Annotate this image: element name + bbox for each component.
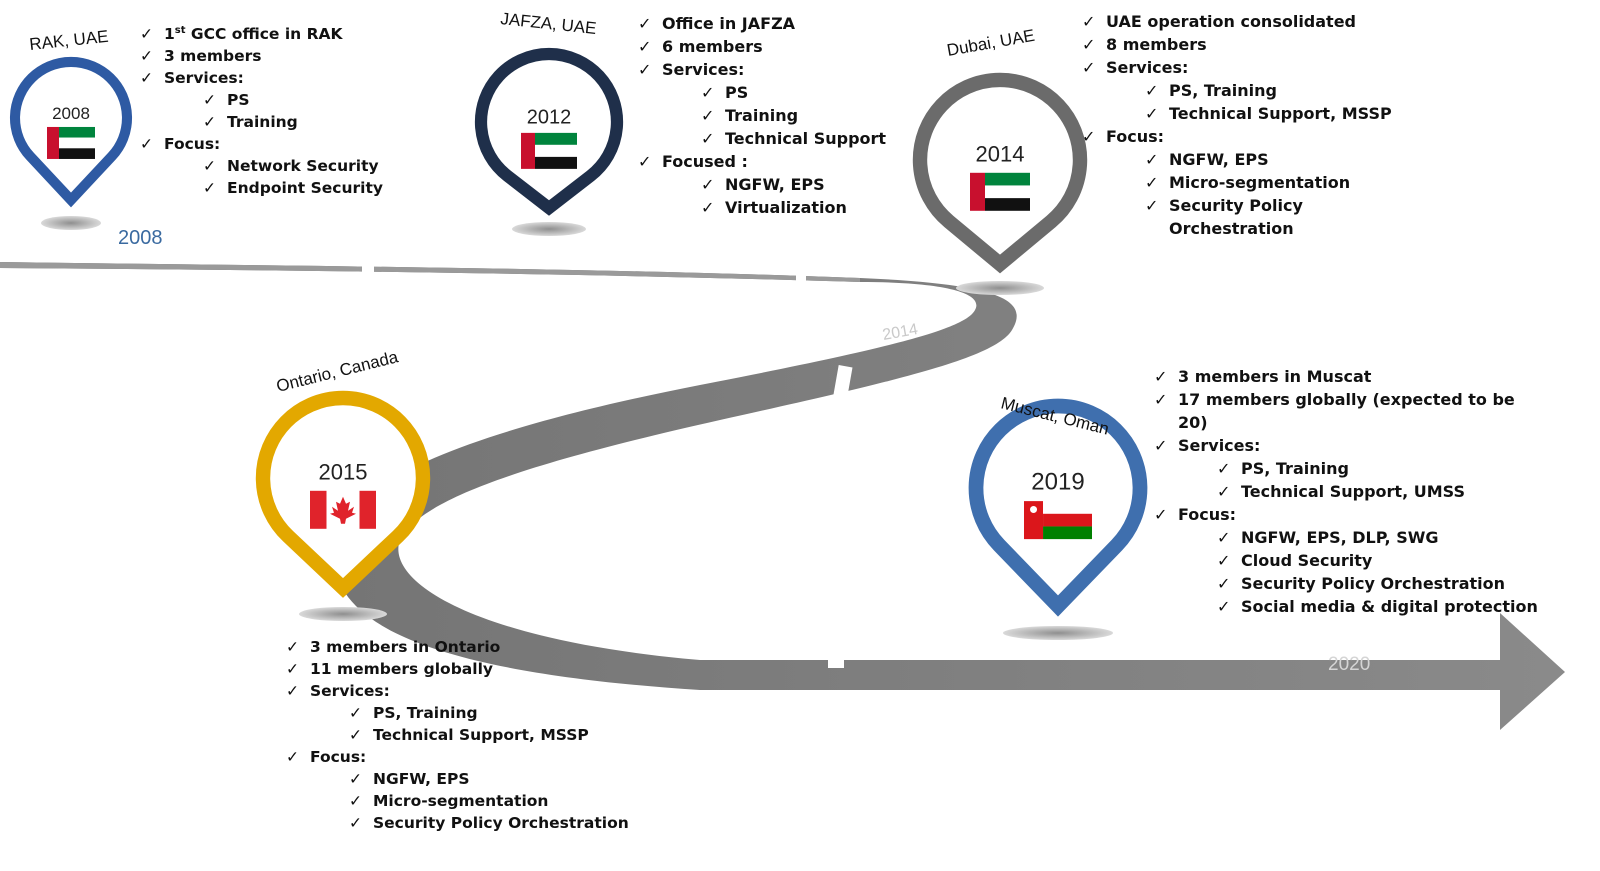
list-item: 1st GCC office in RAK [140,23,383,45]
list-item: Services: [140,67,383,89]
location-label: JAFZA, UAE [500,9,598,38]
maple-leaf-icon [330,496,356,524]
list-item: NGFW, EPS, DLP, SWG [1217,526,1538,549]
list-item: 20) [1178,413,1208,432]
list-item: Services: [638,58,886,81]
pin-shadow [956,281,1044,295]
list-item: 3 members in Ontario [286,636,629,658]
road-gap [828,624,844,668]
list-item: Technical Support, UMSS [1217,480,1538,503]
location-pin-icon [474,47,624,216]
list-item: Micro-segmentation [349,790,629,812]
list-item: Services: [1082,56,1392,79]
milestone-details-rak: 1st GCC office in RAK3 membersServices:P… [140,23,383,199]
list-item: Orchestration [1169,219,1294,238]
timeline-year-2008: 2008 [118,227,163,249]
location-label: RAK, UAE [28,27,109,54]
list-item: 3 members in Muscat [1154,365,1538,388]
list-item: Focus: [286,746,629,768]
pin-year: 2015 [319,460,368,485]
list-item: PS, Training [1217,457,1538,480]
road-gap [833,365,853,397]
location-label: Ontario, Canada [274,347,400,396]
list-item: Micro-segmentation [1145,171,1392,194]
pin-year: 2019 [1031,469,1084,496]
emblem-icon [1030,505,1038,513]
list-item: Network Security [203,155,383,177]
timeline-year-2020: 2020 [1328,654,1370,675]
list-item: Technical Support, MSSP [1145,102,1392,125]
milestone-details-muscat: 3 members in Muscat17 members globally (… [1154,365,1538,618]
list-item: Services: [1154,434,1538,457]
list-item: Focus: [1082,125,1392,148]
list-item: Services: [286,680,629,702]
uae-flag-icon [970,172,1030,211]
pin-year: 2012 [527,106,572,128]
location-label: Dubai, UAE [945,26,1036,60]
milestone-details-ontario: 3 members in Ontario11 members globallyS… [286,636,629,834]
list-item: 17 members globally (expected to be [1154,388,1538,411]
list-item: PS [701,81,886,104]
pin-jafza: 2012 JAFZA, UAE [474,9,624,236]
list-item: Security Policy Orchestration [1217,572,1538,595]
list-item: UAE operation consolidated [1082,10,1392,33]
road-gap [362,258,374,272]
pin-ontario: 2015 Ontario, Canada [255,347,431,621]
uae-flag-icon [521,132,577,169]
list-item: PS, Training [349,702,629,724]
pin-shadow [1003,626,1113,640]
pin-dubai: 2014 Dubai, UAE [912,26,1088,295]
oman-flag-icon [1024,501,1092,540]
list-item: Virtualization [701,196,886,219]
list-item: 6 members [638,35,886,58]
timeline-road [0,262,1565,730]
milestone-details-jafza: Office in JAFZA6 membersServices:PSTrain… [638,12,886,219]
timeline-year-2014: 2014 [881,321,919,344]
pin-shadow [41,216,101,230]
list-item: Office in JAFZA [638,12,886,35]
pin-shadow [299,607,387,621]
pin-year: 2014 [976,142,1025,167]
list-item: Social media & digital protection [1217,595,1538,618]
milestone-details-dubai: UAE operation consolidated8 membersServi… [1082,10,1392,240]
list-item: NGFW, EPS [701,173,886,196]
list-item: 3 members [140,45,383,67]
list-item: Focus: [140,133,383,155]
list-item: Technical Support, MSSP [349,724,629,746]
list-item: 11 members globally [286,658,629,680]
list-item: Focused : [638,150,886,173]
canada-flag-icon [310,490,376,529]
list-item: Security Policy [1145,194,1392,217]
uae-flag-icon [47,126,95,159]
list-item: NGFW, EPS [1145,148,1392,171]
location-pin-icon [912,72,1088,274]
list-item: Endpoint Security [203,177,383,199]
list-item: PS, Training [1145,79,1392,102]
list-item: Technical Support [701,127,886,150]
pin-year: 2008 [52,104,90,123]
list-item: PS [203,89,383,111]
pin-rak: 2008 RAK, UAE [9,27,133,230]
list-item: Training [701,104,886,127]
list-item: NGFW, EPS [349,768,629,790]
list-item: Focus: [1154,503,1538,526]
road-gap [796,270,806,286]
list-item: Training [203,111,383,133]
list-item: Cloud Security [1217,549,1538,572]
list-item: Security Policy Orchestration [349,812,629,834]
pin-shadow [512,222,586,236]
list-item: 8 members [1082,33,1392,56]
